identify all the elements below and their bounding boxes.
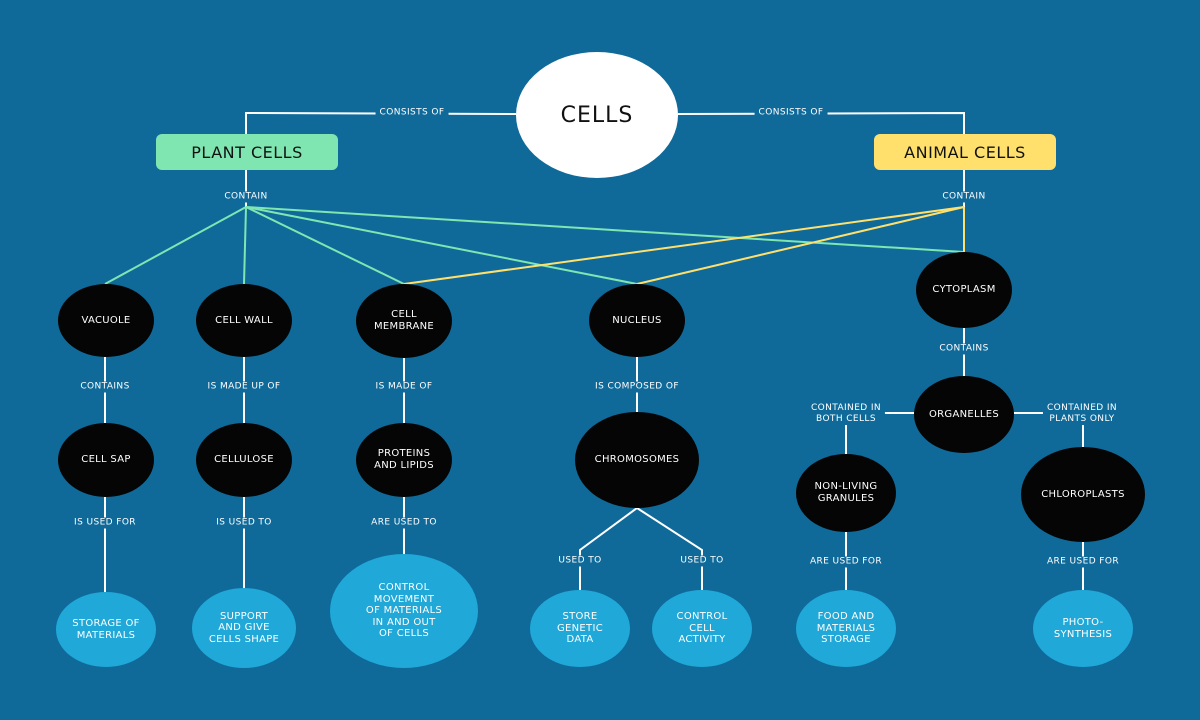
connector-chromosomes-store [579,507,638,590]
plant-link-cytoplasm [245,206,965,253]
plant-cells-node: PLANT CELLS [156,134,338,170]
storage-of-materials-node: STORAGE OF MATERIALS [56,592,156,667]
food-materials-storage-node: FOOD AND MATERIALS STORAGE [796,590,896,667]
support-shape-node: SUPPORT AND GIVE CELLS SHAPE [192,588,296,668]
cell-membrane-node: CELL MEMBRANE [356,284,452,358]
label-is-composed-of: IS COMPOSED OF [591,381,683,393]
label-contain-animal: CONTAIN [938,191,990,203]
label-contains-cytoplasm: CONTAINS [935,343,993,355]
chloroplasts-node: CHLOROPLASTS [1021,447,1145,542]
plant-link-cell-wall [243,206,247,285]
cytoplasm-node: CYTOPLASM [916,252,1012,328]
label-contained-both-cells: CONTAINED IN BOTH CELLS [806,403,886,425]
label-is-made-of: IS MADE OF [371,381,437,393]
cell-wall-node: CELL WALL [196,284,292,357]
label-contains-vacuole: CONTAINS [76,381,134,393]
label-is-made-up-of: IS MADE UP OF [203,381,285,393]
nucleus-node: NUCLEUS [589,284,685,357]
photosynthesis-node: PHOTO- SYNTHESIS [1033,590,1133,667]
label-is-used-to-cellulose: IS USED TO [212,517,276,529]
proteins-lipids-node: PROTEINS AND LIPIDS [356,423,452,497]
plant-link-vacuole [104,206,247,285]
label-are-used-for-granules: ARE USED FOR [805,556,887,568]
plant-link-cell-membrane [245,206,405,285]
label-contained-plants-only: CONTAINED IN PLANTS ONLY [1042,403,1122,425]
animal-link-cell-membrane [403,206,965,285]
label-are-used-to: ARE USED TO [367,517,441,529]
store-genetic-data-node: STORE GENETIC DATA [530,590,630,667]
non-living-granules-node: NON-LIVING GRANULES [796,454,896,532]
label-are-used-for-chloroplasts: ARE USED FOR [1042,556,1124,568]
vacuole-node: VACUOLE [58,284,154,357]
cell-sap-node: CELL SAP [58,423,154,497]
label-is-used-for-sap: IS USED FOR [70,517,140,529]
connector-chromosomes-activity [636,507,703,590]
control-cell-activity-node: CONTROL CELL ACTIVITY [652,590,752,667]
label-contain-plant: CONTAIN [220,191,272,203]
label-used-to-control: USED TO [676,555,728,567]
animal-link-nucleus [636,206,965,285]
label-used-to-store: USED TO [554,555,606,567]
chromosomes-node: CHROMOSOMES [575,412,699,508]
animal-cells-node: ANIMAL CELLS [874,134,1056,170]
label-consists-of-left: CONSISTS OF [375,107,449,119]
cellulose-node: CELLULOSE [196,423,292,497]
plant-link-nucleus [245,206,638,285]
cells-title: CELLS [516,52,678,178]
control-movement-node: CONTROL MOVEMENT OF MATERIALS IN AND OUT… [330,554,478,668]
label-consists-of-right: CONSISTS OF [754,107,828,119]
organelles-node: ORGANELLES [914,376,1014,453]
